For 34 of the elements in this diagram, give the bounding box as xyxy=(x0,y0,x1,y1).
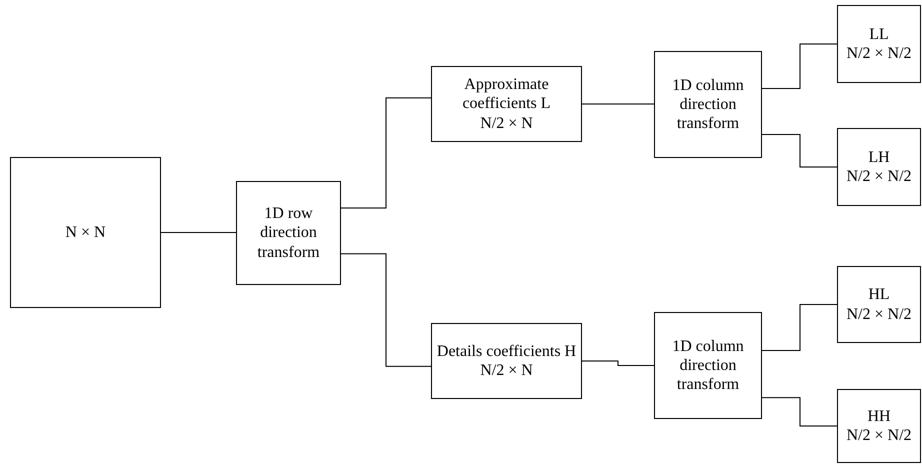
box-label: N × N xyxy=(65,222,106,242)
box-label: 1D column direction transform xyxy=(671,336,745,394)
process-box xyxy=(654,51,762,158)
box-label: LL xyxy=(869,24,889,44)
box-label: N/2 × N/2 xyxy=(846,167,912,186)
connector-line xyxy=(762,304,838,352)
connector-line xyxy=(762,44,838,89)
process-box xyxy=(431,323,582,399)
process-box xyxy=(837,389,921,463)
process-box xyxy=(837,5,921,83)
connector-line xyxy=(340,253,432,367)
box-label: N/2 × N/2 xyxy=(846,304,912,324)
connector-line xyxy=(762,134,838,168)
process-box xyxy=(10,157,161,308)
box-label: HL xyxy=(868,285,890,304)
process-box xyxy=(837,266,921,343)
box-label: N/2 × N xyxy=(480,114,533,133)
process-box xyxy=(654,312,762,419)
box-label: 1D column direction transform xyxy=(671,76,745,134)
box-label: Details coefficients H xyxy=(436,342,576,361)
box-label: N/2 × N/2 xyxy=(846,426,912,446)
connector-line xyxy=(582,360,654,366)
process-box xyxy=(431,66,582,142)
box-label: N/2 × N xyxy=(480,361,533,380)
box-label: HH xyxy=(867,406,891,426)
box-label: LH xyxy=(868,148,890,167)
box-label: N/2 × N/2 xyxy=(846,44,912,64)
connector-line xyxy=(762,397,838,426)
process-box xyxy=(236,181,341,285)
box-label: Approximate coefficients L xyxy=(461,75,552,114)
connector-line xyxy=(340,97,432,209)
process-box xyxy=(837,128,921,206)
connector-line xyxy=(160,232,236,233)
box-label: 1D row direction transform xyxy=(256,204,321,262)
